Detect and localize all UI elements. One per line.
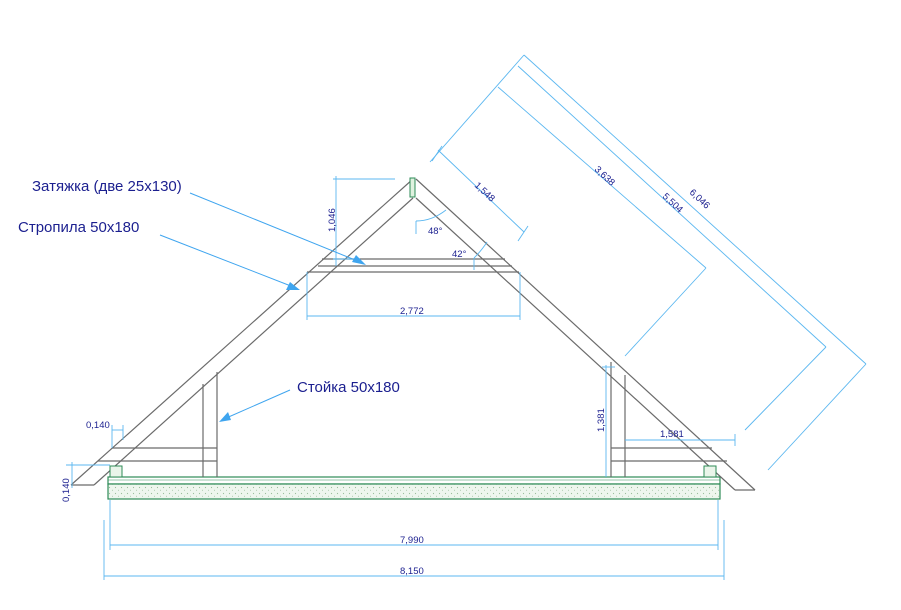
dim-post-height: 1,381 <box>596 408 607 432</box>
dim-rafter-mid: 3,638 <box>592 164 617 188</box>
left-rafter <box>70 178 414 486</box>
leader-lines <box>159 192 366 422</box>
dim-ridge-height: 1,046 <box>327 208 338 232</box>
dim-overhang-h: 0,140 <box>86 420 110 431</box>
label-tie: Затяжка (две 25x130) <box>32 178 182 195</box>
collar-tie <box>307 258 519 273</box>
dim-overhang-v: 0,140 <box>61 478 72 502</box>
dim-post-offset: 1,581 <box>660 429 684 440</box>
callout-labels: Затяжка (две 25x130) Стропила 50x180 Сто… <box>18 178 400 396</box>
right-rafter <box>415 178 756 491</box>
dim-rafter-upper: 1,548 <box>472 180 497 204</box>
right-post <box>610 362 727 478</box>
dimension-lines <box>66 54 867 580</box>
left-post <box>98 372 218 478</box>
dimension-labels: 1,046 48° 42° 2,772 1,548 3,638 5,504 6,… <box>61 164 712 577</box>
dim-rafter-lower: 5,504 <box>660 191 685 215</box>
dim-tie-length: 2,772 <box>400 306 424 317</box>
ridge-board <box>409 177 416 198</box>
dim-outer-width: 8,150 <box>400 566 424 577</box>
dim-rafter-total: 6,046 <box>687 187 712 211</box>
floor-slab <box>107 476 721 500</box>
dim-angle-top: 48° <box>428 226 443 237</box>
label-post: Стойка 50x180 <box>297 379 400 396</box>
dim-inner-width: 7,990 <box>400 535 424 546</box>
label-rafter: Стропила 50x180 <box>18 219 139 236</box>
dim-angle-tie: 42° <box>452 249 467 260</box>
